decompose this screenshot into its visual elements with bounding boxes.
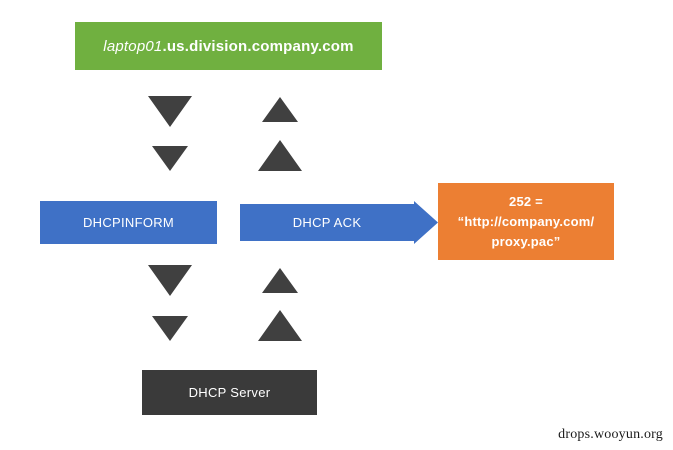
client-host-node: laptop01.us.division.company.com [75,22,382,70]
option-252-node: 252 = “http://company.com/ proxy.pac” [438,183,614,260]
option-252-line-3: proxy.pac” [491,233,561,249]
up-arrow-large-top-icon [258,140,302,171]
client-hostname: laptop01 [103,37,163,55]
client-domain-suffix: .us.division.company.com [162,37,354,55]
dhcpack-label: DHCP ACK [292,215,362,230]
down-arrow-large-top-icon [148,96,192,127]
down-arrow-small-bottom-icon [152,316,188,341]
up-arrow-small-bottom-icon [262,268,298,293]
watermark: drops.wooyun.org [558,427,663,442]
down-arrow-small-top-icon [152,146,188,171]
down-arrow-large-bottom-icon [148,265,192,296]
dhcpinform-node: DHCPINFORM [40,201,217,244]
dhcpack-node: DHCP ACK [240,201,438,244]
up-arrow-small-top-icon [262,97,298,122]
dhcp-server-node: DHCP Server [142,370,317,415]
dhcp-server-label: DHCP Server [188,385,271,400]
dhcpinform-label: DHCPINFORM [82,215,175,230]
up-arrow-large-bottom-icon [258,310,302,341]
option-252-line-1: 252 = [509,193,543,209]
client-host-label: laptop01.us.division.company.com [103,38,353,55]
option-252-line-2: “http://company.com/ [457,213,595,229]
